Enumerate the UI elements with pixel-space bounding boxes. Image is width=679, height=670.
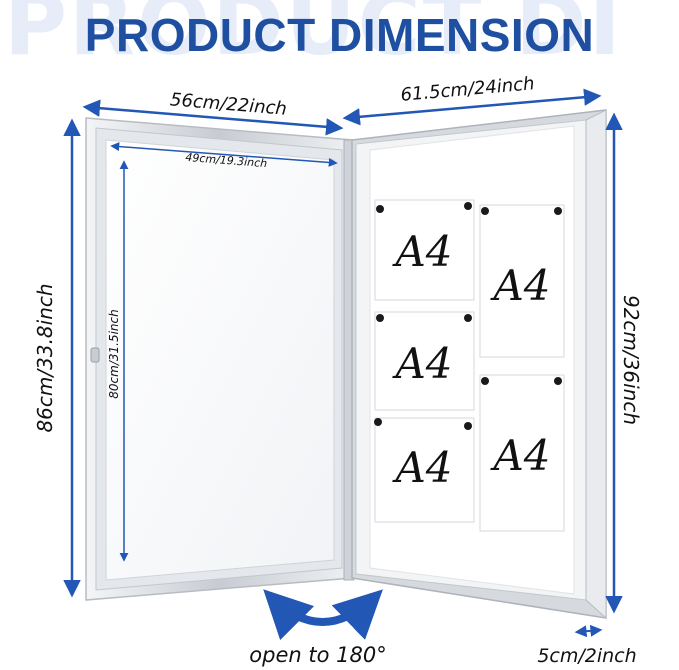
cabinet-door (85, 117, 355, 601)
magnet-dot-icon (376, 314, 384, 322)
magnet-dot-icon (376, 205, 384, 213)
curved-double-arrow-icon (263, 589, 383, 641)
a4-sheet: A4 (479, 374, 565, 532)
magnet-dot-icon (464, 314, 472, 322)
a4-label: A4 (391, 443, 452, 492)
door-height-label: 86cm/33.8inch (33, 283, 57, 432)
magnet-dot-icon (464, 422, 472, 430)
title-watermark: PRODUCT DI (4, 0, 623, 75)
opening-label: open to 180° (249, 643, 386, 667)
magnet-dot-icon (554, 377, 562, 385)
a4-sheet: A4 (374, 311, 475, 411)
window-width-arrow (110, 142, 338, 167)
cabinet-width-label: 61.5cm/24inch (400, 73, 536, 106)
magnet-dot-icon (554, 207, 562, 215)
cabinet-height-label: 92cm/36inch (619, 295, 643, 425)
a4-sheet: A4 (479, 204, 565, 358)
cabinet-width-arrow (342, 88, 602, 126)
depth-arrow (574, 624, 603, 638)
a4-label: A4 (489, 261, 550, 310)
page-title: PRODUCT DIMENSION (84, 9, 595, 61)
a4-label: A4 (391, 227, 452, 276)
a4-label: A4 (391, 339, 452, 388)
magnet-dot-icon (481, 207, 489, 215)
window-height-label: 80cm/31.5inch (107, 309, 121, 398)
magnet-dot-icon (481, 377, 489, 385)
a4-sheet: A4 (374, 199, 475, 301)
window-width-label: 49cm/19.3inch (185, 151, 268, 170)
a4-label: A4 (489, 431, 550, 480)
door-width-arrow (82, 99, 344, 136)
magnet-dot-icon (374, 418, 382, 426)
magnet-dot-icon (464, 202, 472, 210)
depth-label: 5cm/2inch (537, 645, 636, 667)
a4-sheet: A4 (374, 417, 475, 523)
